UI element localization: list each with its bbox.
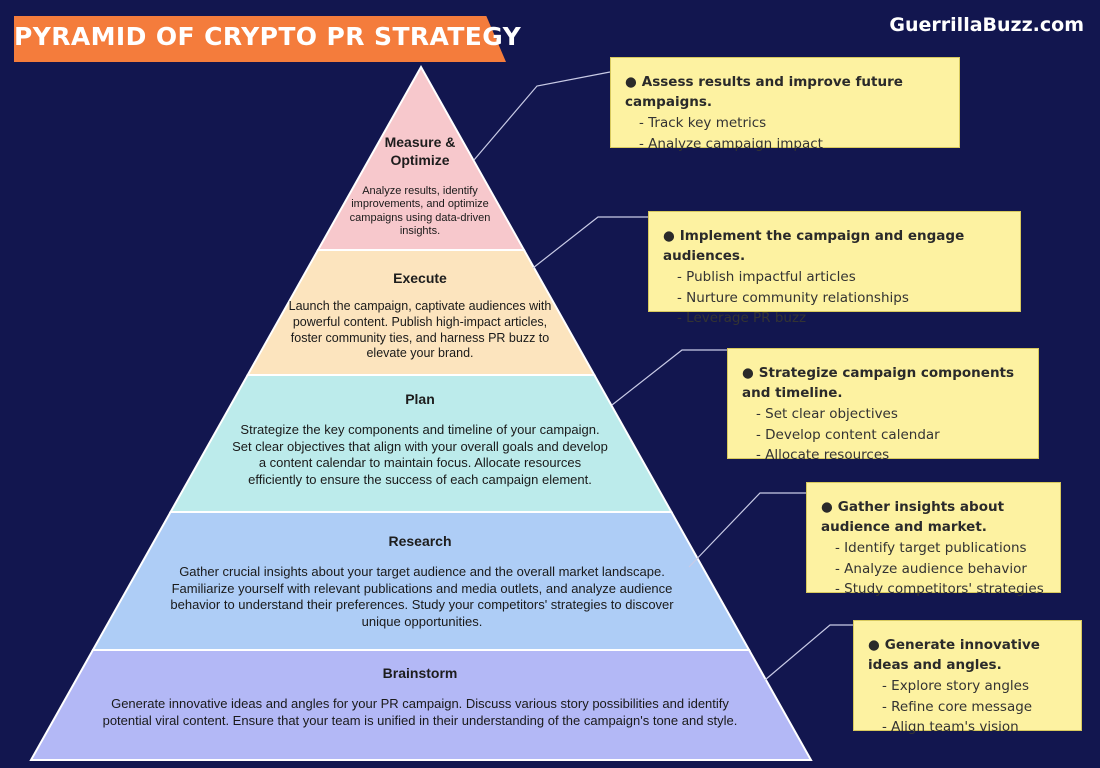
note-item: - Refine core message [882,698,1033,715]
note-heading: ●Assess results and improve future campa… [625,74,903,110]
layer-brainstorm-description: Generate innovative ideas and angles for… [102,696,738,728]
note-heading: ●Implement the campaign and engage audie… [663,228,965,264]
note-brainstorm: ●Generate innovative ideas and angles. -… [853,620,1082,735]
note-item: - Study competitors' strategies [835,581,1044,597]
layer-plan-description: Strategize the key components and timeli… [232,422,608,487]
layer-brainstorm-title: Brainstorm [382,665,458,681]
note-heading: ●Gather insights about audience and mark… [821,499,1005,535]
note-item: - Identify target publications [835,540,1027,556]
connector-line [688,492,806,568]
note-execute: ●Implement the campaign and engage audie… [648,211,1021,326]
note-heading: ●Generate innovative ideas and angles. [868,637,1040,673]
note-item: - Nurture community relationships [677,289,909,306]
title-banner [14,16,506,62]
note-measure: ●Assess results and improve future campa… [610,57,960,152]
layer-execute-title: Execute [393,270,447,286]
layer-measure-description: Analyze results, identify improvements, … [349,185,491,237]
connector-line [532,216,648,269]
layer-brainstorm-shape [29,649,813,761]
connector-line [764,624,853,681]
note-item: - Develop content calendar [756,426,940,443]
note-plan: ●Strategize campaign components and time… [727,348,1039,463]
layer-research-title: Research [388,533,452,549]
note-item: - Track key metrics [639,115,767,131]
note-item: - Align team's vision [882,719,1019,735]
note-item: - Set clear objectives [756,406,898,422]
page-title: PYRAMID OF CRYPTO PR STRATEGY [14,22,522,51]
layer-execute-description: Launch the campaign, captivate audiences… [288,299,552,361]
brand-name: GuerrillaBuzz.com [889,14,1084,36]
connector-line [611,349,727,406]
note-item: - Publish impactful articles [677,269,856,285]
note-item: - Analyze audience behavior [835,560,1027,577]
note-item: - Analyze campaign impact [639,135,823,152]
note-item: - Leverage PR buzz [677,310,807,326]
layer-research-description: Gather crucial insights about your targe… [170,564,674,629]
note-heading: ●Strategize campaign components and time… [742,365,1015,401]
note-item: - Explore story angles [882,678,1030,694]
layer-measure-title: Measure & Optimize [384,134,456,168]
note-item: - Allocate resources [756,447,890,463]
connector-line [473,71,611,161]
note-research: ●Gather insights about audience and mark… [806,482,1061,597]
layer-plan-title: Plan [405,391,435,407]
